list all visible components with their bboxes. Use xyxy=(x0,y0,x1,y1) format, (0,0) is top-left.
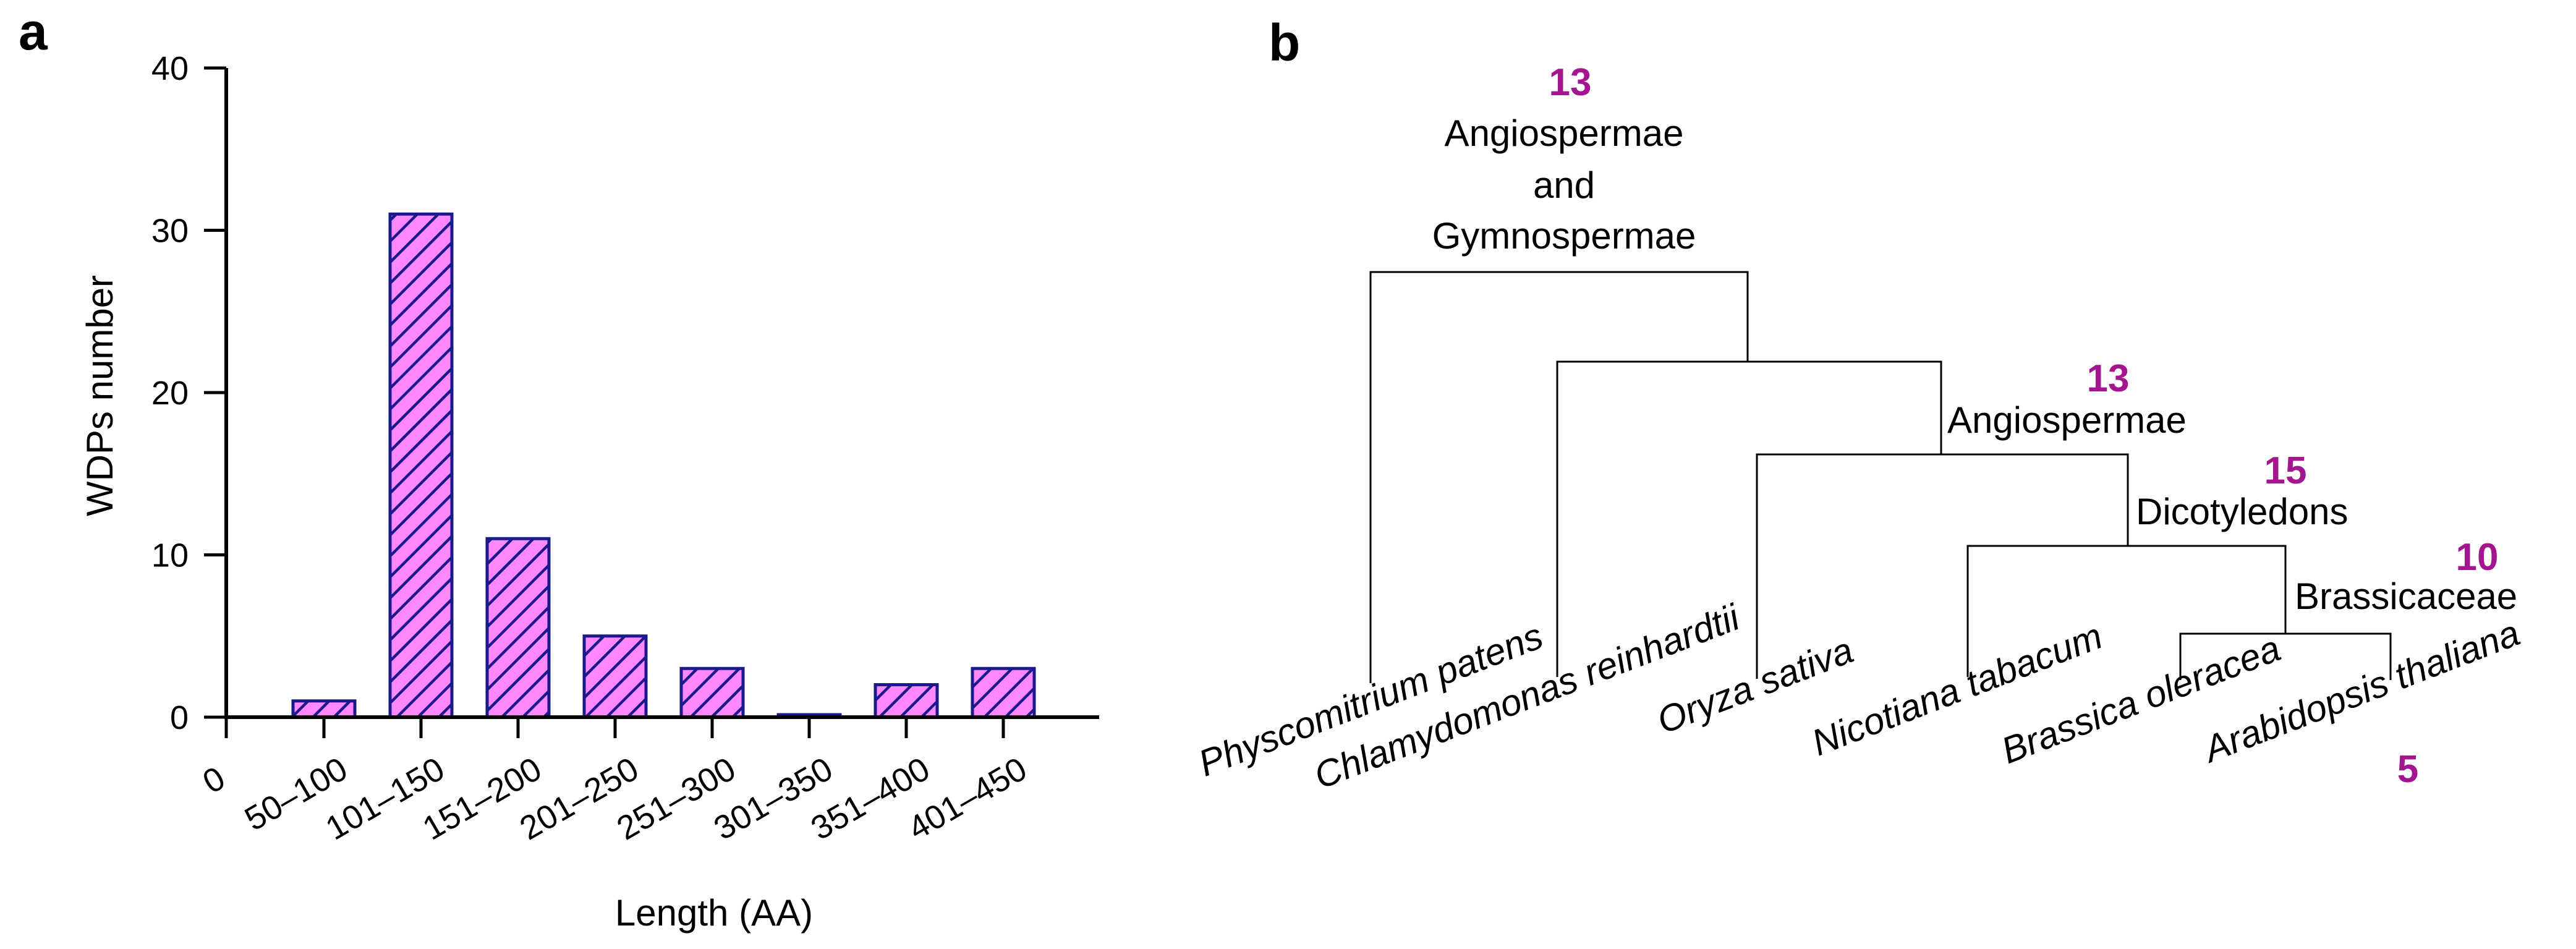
bar-7 xyxy=(971,666,1036,719)
clade-dicot-label: Dicotyledons xyxy=(2136,491,2349,532)
bar-1 xyxy=(388,212,454,719)
y-tick-label: 20 xyxy=(151,375,189,412)
clade-angio-label: Angiospermae xyxy=(1947,399,2187,441)
clade-root-count: 13 xyxy=(1549,61,1592,104)
species-arabidopsis-count: 5 xyxy=(2397,748,2418,791)
bar-6 xyxy=(874,683,939,719)
x-axis-ticks: 50–100101–150151–200201–250251–300301–35… xyxy=(224,717,1033,848)
bar-3 xyxy=(582,634,648,719)
y-tick-label: 0 xyxy=(170,699,189,736)
y-tick-label: 10 xyxy=(151,537,189,574)
y-axis-title: WDPs number xyxy=(79,275,121,516)
species-arabidopsis: Arabidopsis thaliana xyxy=(2196,612,2525,771)
x-axis-title: Length (AA) xyxy=(615,892,813,934)
phylogenetic-tree xyxy=(1369,271,2392,683)
branch-angio-split xyxy=(1556,360,1942,677)
y-tick-label: 40 xyxy=(151,50,189,87)
y-tick-label: 30 xyxy=(151,213,189,250)
panel-letter-a: a xyxy=(19,2,48,61)
bar-0 xyxy=(291,699,357,719)
branch-brassicaceae xyxy=(2179,632,2392,680)
bar-2 xyxy=(485,537,551,719)
branch-dicot-split xyxy=(1756,453,2129,679)
clade-root-label-line1: Angiospermae xyxy=(1445,113,1684,154)
branch-root xyxy=(1369,271,1749,683)
clade-root-label-line3: Gymnospermae xyxy=(1432,215,1696,257)
clade-angio-count: 13 xyxy=(2087,357,2130,400)
x-origin-label: 0 xyxy=(197,759,231,801)
y-axis-ticks: 0 10 20 30 40 xyxy=(151,50,226,736)
panel-letter-b: b xyxy=(1269,14,1300,72)
branch-brass-split xyxy=(1966,545,2287,677)
clade-dicot-count: 15 xyxy=(2264,449,2307,492)
clade-brass-label: Brassicaceae xyxy=(2295,576,2517,617)
clade-root-label-line2: and xyxy=(1533,164,1595,206)
bars xyxy=(291,212,1036,719)
length-histogram: 0 10 20 30 40 50–100101–150151–200201–250251… xyxy=(79,50,1099,934)
bar-4 xyxy=(679,666,745,719)
clade-brass-count: 10 xyxy=(2456,536,2499,579)
